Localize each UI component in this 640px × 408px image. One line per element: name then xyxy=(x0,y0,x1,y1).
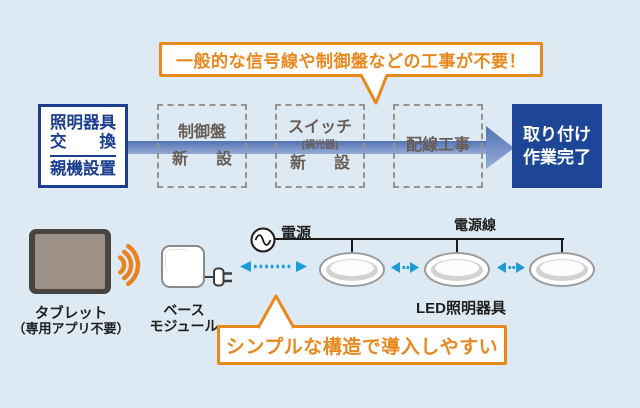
power-drop-2 xyxy=(456,239,458,253)
base-module-highlight xyxy=(165,249,189,272)
callout-top-tail xyxy=(359,72,389,105)
tablet-sublabel: （専用アプリ不要） xyxy=(12,321,130,336)
flow-step-replace-fixture: 照明器具 交 換 親機設置 xyxy=(38,104,128,188)
callout-simple-structure-text: シンプルな構造で導入しやすい xyxy=(225,336,499,358)
ac-power-icon xyxy=(250,227,276,253)
downlight-lens-3 xyxy=(540,260,584,276)
step1-divider xyxy=(50,154,116,157)
tablet-screen xyxy=(35,234,105,289)
base-module-icon xyxy=(161,245,205,288)
wireless-link-arrow-short-1 xyxy=(391,262,419,273)
step1-line2: 交 換 xyxy=(50,133,116,152)
led-downlight-icon-3 xyxy=(529,252,595,287)
step4-line1: 配線工事 xyxy=(405,137,470,154)
downlight-lens-2 xyxy=(435,260,479,276)
step3-line3-left: 新 xyxy=(290,155,307,172)
power-drop-3 xyxy=(561,239,563,253)
step2-line2: 新 設 xyxy=(172,151,232,169)
step3-line1: スイッチ xyxy=(287,119,352,136)
step1-line2-left: 交 xyxy=(50,132,67,151)
callout-no-construction-text: 一般的な信号線や制御盤などの工事が不要！ xyxy=(176,52,526,71)
power-line xyxy=(262,238,564,240)
downlight-lens-1 xyxy=(330,260,374,276)
power-drop-1 xyxy=(351,239,353,253)
step5-line2: 作業完了 xyxy=(523,148,591,167)
step2-line2-right: 設 xyxy=(215,150,232,168)
flow-step-wiring-work: 配線工事 xyxy=(393,104,483,188)
step1-line2-right: 換 xyxy=(99,132,117,151)
wireless-link-arrow-long xyxy=(240,261,307,272)
base-module-label-line2: モジュール xyxy=(149,318,219,334)
powerline-label: 電源線 xyxy=(454,217,496,233)
led-downlight-icon-2 xyxy=(424,252,490,287)
step5-line1: 取り付け xyxy=(523,125,591,144)
wifi-signal-icon xyxy=(118,244,141,286)
step2-line1: 制御盤 xyxy=(177,123,226,141)
led-fixtures-label: LED照明器具 xyxy=(415,300,506,317)
step3-line2: (調光器) xyxy=(301,140,339,151)
callout-bottom-tail xyxy=(256,294,296,329)
tablet-icon xyxy=(29,229,111,294)
power-plug-icon xyxy=(204,267,232,287)
step3-line3-right: 設 xyxy=(333,155,350,172)
step1-line1: 照明器具 xyxy=(50,113,116,132)
step1-line3: 親機設置 xyxy=(50,159,116,178)
step2-line2-left: 新 xyxy=(172,150,189,168)
step3-line3: 新 設 xyxy=(290,155,350,173)
callout-simple-structure: シンプルな構造で導入しやすい xyxy=(217,325,507,365)
tablet-label: タブレット xyxy=(34,306,108,322)
wireless-link-arrow-short-2 xyxy=(497,262,525,273)
flow-step-control-panel: 制御盤 新 設 xyxy=(157,104,247,188)
callout-no-construction: 一般的な信号線や制御盤などの工事が不要！ xyxy=(159,42,543,77)
flow-arrow xyxy=(128,126,514,169)
base-module-label-line1: ベース xyxy=(163,302,205,318)
flow-step-install-complete: 取り付け 作業完了 xyxy=(512,104,602,188)
led-downlight-icon-1 xyxy=(319,252,385,287)
flow-step-switch: スイッチ (調光器) 新 設 xyxy=(275,104,365,188)
power-label: 電源 xyxy=(281,225,312,242)
